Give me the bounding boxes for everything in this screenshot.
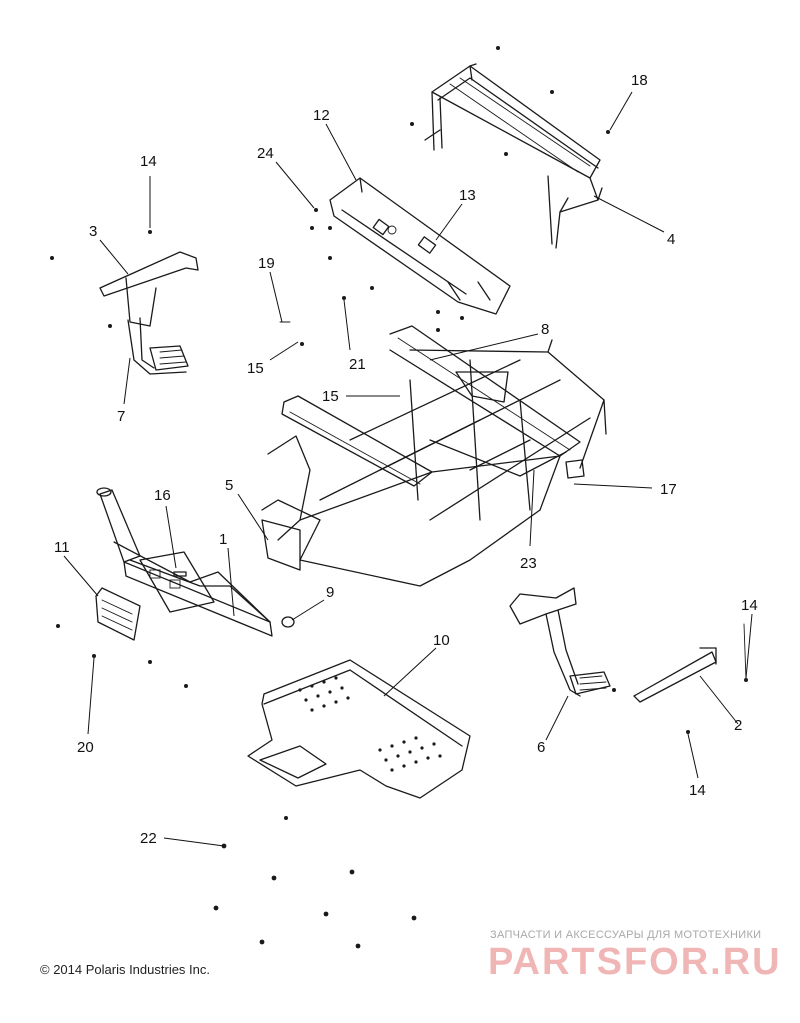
callout-2: 2 bbox=[734, 717, 742, 734]
rear-cargo-rack bbox=[424, 63, 603, 249]
callout-8: 8 bbox=[541, 321, 549, 338]
skid-plate-holes bbox=[298, 676, 442, 772]
callout-14-top: 14 bbox=[140, 153, 157, 170]
callout-15-frame: 15 bbox=[322, 388, 339, 405]
callout-18: 18 bbox=[631, 72, 648, 89]
callout-7: 7 bbox=[117, 408, 125, 425]
callout-3: 3 bbox=[89, 223, 97, 240]
callout-11: 11 bbox=[54, 539, 70, 556]
callout-23: 23 bbox=[520, 555, 537, 572]
skid-plate bbox=[247, 659, 471, 799]
callout-9: 9 bbox=[326, 584, 334, 601]
leader-lines bbox=[63, 91, 753, 847]
watermark-logo: PARTSFOR.RU bbox=[488, 941, 782, 983]
front-bumper bbox=[96, 487, 295, 637]
callout-12: 12 bbox=[313, 107, 330, 124]
callout-13: 13 bbox=[459, 187, 476, 204]
watermark-tagline: ЗАПЧАСТИ И АКСЕССУАРЫ ДЛЯ МОТОТЕХНИКИ bbox=[490, 929, 762, 941]
copyright-notice: © 2014 Polaris Industries Inc. bbox=[40, 962, 210, 977]
crossmember-beam bbox=[329, 177, 511, 315]
callout-24: 24 bbox=[257, 145, 274, 162]
callout-14-bottom: 14 bbox=[689, 782, 706, 799]
callout-20: 20 bbox=[77, 739, 94, 756]
callout-10: 10 bbox=[433, 632, 450, 649]
main-chassis-frame bbox=[261, 325, 607, 587]
callout-labels: 1 2 3 4 5 6 7 8 9 10 11 12 13 14 15 15 1… bbox=[54, 72, 758, 847]
tube-brace bbox=[633, 647, 717, 703]
callout-5: 5 bbox=[225, 477, 233, 494]
left-step-bracket bbox=[99, 251, 199, 375]
callout-16: 16 bbox=[154, 487, 171, 504]
front-grille-plate bbox=[95, 587, 141, 641]
callout-22: 22 bbox=[140, 830, 157, 847]
callout-15-left: 15 bbox=[247, 360, 264, 377]
callout-14-right: 14 bbox=[741, 597, 758, 614]
callout-17: 17 bbox=[660, 481, 677, 498]
right-step-bracket bbox=[509, 587, 611, 697]
callout-19: 19 bbox=[258, 255, 275, 272]
callout-21: 21 bbox=[349, 356, 366, 373]
callout-1: 1 bbox=[219, 531, 227, 548]
fasteners bbox=[50, 46, 748, 949]
callout-6: 6 bbox=[537, 739, 545, 756]
callout-4: 4 bbox=[667, 231, 675, 248]
